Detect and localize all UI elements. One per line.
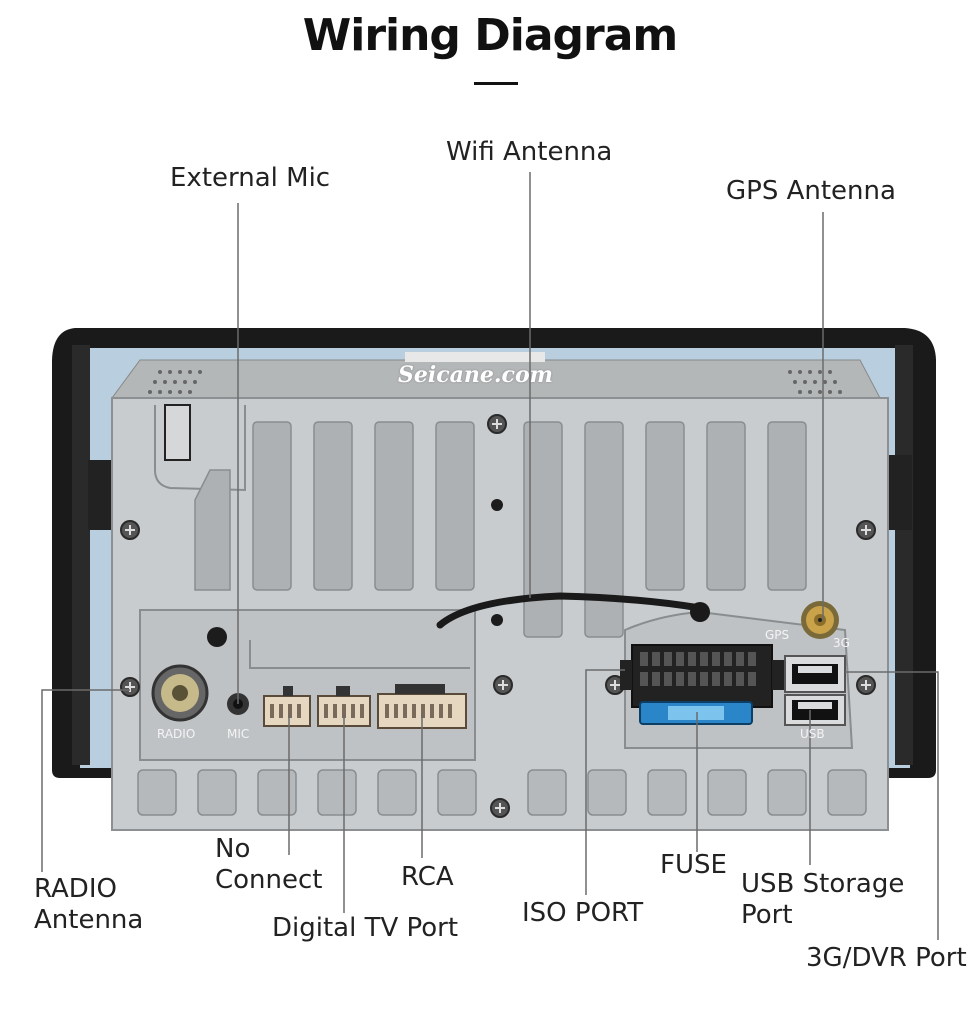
label-usb-storage-line2: Port bbox=[741, 900, 793, 930]
left-clip bbox=[88, 460, 114, 530]
top-sticker bbox=[405, 352, 545, 362]
radio-marking: RADIO bbox=[157, 727, 196, 741]
callout-lines bbox=[41, 172, 939, 940]
label-digital-tv-port: Digital TV Port bbox=[272, 913, 459, 943]
label-iso-port: ISO PORT bbox=[522, 898, 644, 928]
label-wifi-antenna: Wifi Antenna bbox=[446, 137, 613, 167]
gps-marking: GPS bbox=[765, 628, 790, 642]
label-radio-antenna: RADIO Antenna bbox=[34, 874, 143, 936]
usb-marking: USB bbox=[800, 727, 825, 741]
label-radio-antenna-line2: Antenna bbox=[34, 905, 144, 935]
3g-marking: 3G bbox=[833, 636, 850, 650]
screws bbox=[120, 414, 876, 818]
label-external-mic: External Mic bbox=[170, 163, 331, 193]
label-no-connect-line2: Connect bbox=[215, 865, 323, 895]
label-rca: RCA bbox=[401, 862, 454, 892]
vent-dots-right bbox=[788, 370, 842, 394]
iso-port bbox=[620, 644, 784, 708]
label-fuse: FUSE bbox=[660, 850, 727, 880]
wifi-cable bbox=[436, 592, 704, 629]
left-bracket bbox=[154, 405, 246, 492]
label-usb-storage-port: USB Storage Port bbox=[741, 869, 904, 931]
mic-marking: MIC bbox=[227, 727, 250, 741]
brand-watermark: Seicane.com bbox=[398, 362, 553, 388]
vent-dots-left bbox=[148, 370, 202, 394]
heat-sink-fins bbox=[252, 421, 807, 638]
bottom-feet bbox=[137, 769, 867, 816]
label-radio-antenna-line1: RADIO bbox=[34, 874, 117, 904]
label-usb-storage-line1: USB Storage bbox=[741, 869, 905, 899]
right-clip bbox=[886, 455, 912, 530]
usb-ports bbox=[784, 655, 846, 726]
page-title: Wiring Diagram bbox=[302, 10, 679, 61]
label-no-connect-line1: No bbox=[215, 834, 251, 864]
label-3g-dvr-port: 3G/DVR Port bbox=[806, 943, 967, 973]
no-connect-port bbox=[263, 686, 311, 727]
title-underline bbox=[474, 82, 518, 85]
fuse bbox=[639, 701, 753, 725]
gps-antenna-connector bbox=[801, 601, 839, 639]
label-no-connect: No Connect bbox=[215, 834, 323, 896]
label-gps-antenna: GPS Antenna bbox=[726, 176, 896, 206]
